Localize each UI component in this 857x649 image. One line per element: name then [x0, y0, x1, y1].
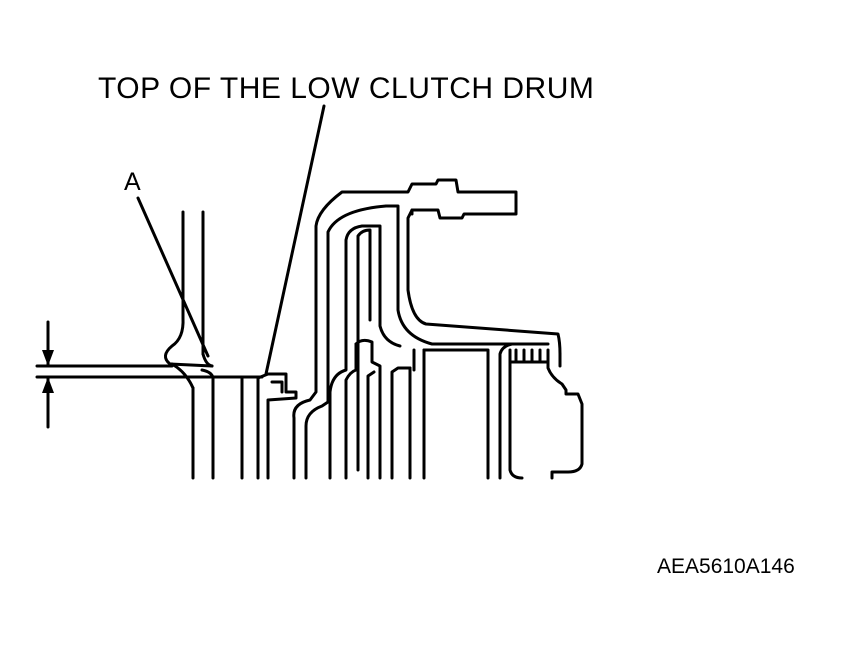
leader-lines [136, 104, 326, 376]
drum-top-label: TOP OF THE LOW CLUTCH DRUM [98, 72, 595, 105]
low-clutch-drum-top [256, 372, 298, 480]
right-hub [498, 342, 584, 480]
outer-drum-shell [292, 178, 562, 480]
left-housing-walls [181, 210, 244, 480]
point-a-label: A [124, 168, 141, 196]
housing-lip [164, 316, 215, 390]
measurement-arrowheads [42, 350, 54, 393]
inner-clutch-pack [328, 224, 490, 480]
figure-code-label: AEA5610A146 [657, 555, 795, 578]
measurement-lines [35, 320, 264, 429]
